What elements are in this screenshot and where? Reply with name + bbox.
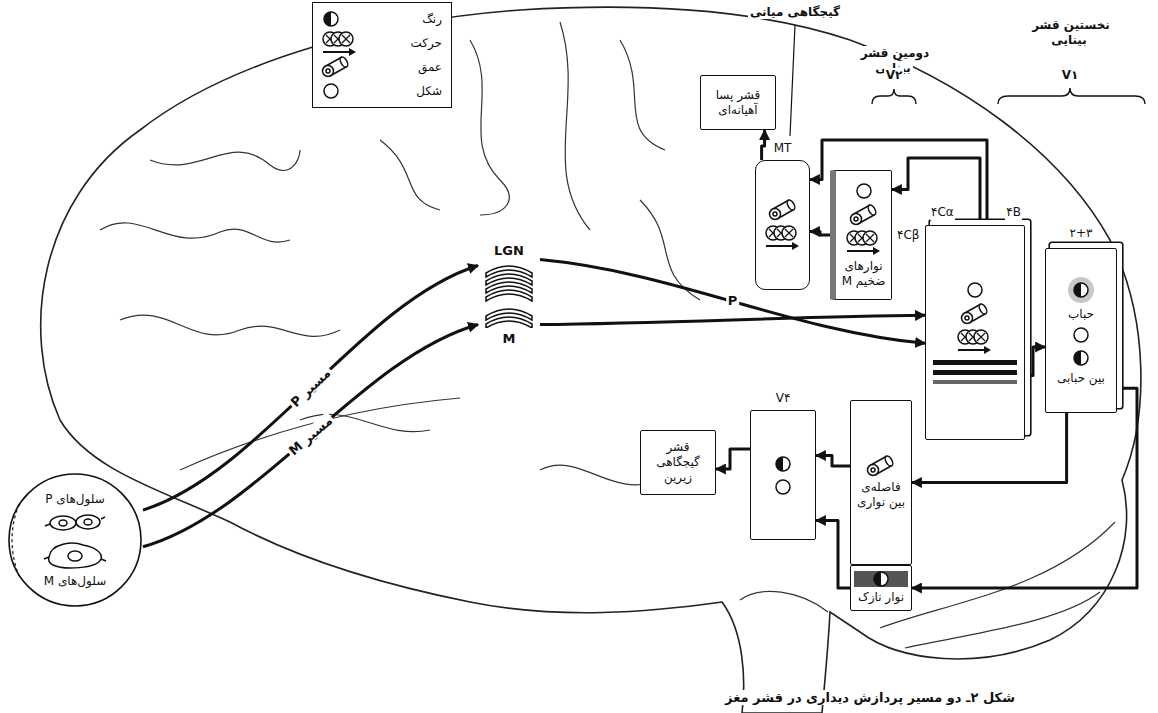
- legend-text: شکل: [415, 84, 443, 99]
- motion-symbol: [321, 30, 359, 57]
- figure-caption: شکل ۲ـ دو مسیر پردازش دیداری در قشر مغز: [723, 690, 1017, 705]
- leader-line: [790, 25, 795, 136]
- depth-symbol: [768, 199, 798, 221]
- color-symbol: [321, 9, 341, 29]
- thin-stripe-box: نوار نازک: [850, 565, 912, 611]
- lgn-nucleus: LGN M: [478, 236, 540, 354]
- node-label: بین حبابی: [1056, 371, 1106, 386]
- shape-symbol: [773, 477, 793, 497]
- node-label: فاصله‌ی بین نواری: [855, 480, 907, 510]
- lgn-p-layers: [482, 263, 536, 303]
- v2-bracket: [872, 89, 916, 104]
- mt-box: MT: [755, 160, 810, 290]
- node-label: قشر گیجگاهی زیرین: [645, 440, 711, 485]
- node-label: V۴: [775, 391, 792, 406]
- p-cells: [43, 510, 107, 536]
- pathway-arrow: [143, 325, 478, 547]
- v1-layer-4-slab: ۴Cα۴B۴Cβ: [925, 225, 1025, 440]
- legend-text: حرکت: [409, 36, 443, 51]
- layer-bars: [931, 358, 1019, 386]
- pathway-arrow: [540, 315, 925, 324]
- legend-row: عمق: [321, 55, 443, 79]
- color-symbol: [1071, 348, 1091, 368]
- pathway-arrow: [816, 456, 850, 467]
- retina-circle: سلول‌های P سلول‌های M: [7, 472, 143, 608]
- edge-label-holder: P: [726, 293, 740, 309]
- pathway-arrow: [816, 521, 850, 589]
- label-holder: V۱: [1055, 68, 1085, 83]
- node-label: سلول‌های P: [44, 492, 105, 507]
- caption-holder: شکل ۲ـ دو مسیر پردازش دیداری در قشر مغز: [723, 690, 1017, 706]
- region-label: V۱: [1060, 68, 1081, 82]
- shape-symbol: [854, 181, 874, 201]
- thin-stripe-band: [854, 571, 908, 587]
- pathway-arrow: [762, 130, 765, 160]
- depth-symbol: [849, 204, 879, 226]
- edge-label: P: [726, 293, 740, 308]
- thick-stripe-box: نوارهای ضخیم M: [830, 170, 892, 300]
- label-holder: گیجگاهی میانی: [735, 5, 855, 20]
- legend-box: رنگ حرکت عمق شکل: [312, 2, 452, 108]
- shape-symbol: [1071, 325, 1091, 345]
- depth-symbol: [321, 56, 351, 78]
- legend-row: شکل: [321, 79, 443, 103]
- v4-box: V۴: [750, 410, 816, 540]
- region-label: نخستین قشر بینایی: [1030, 18, 1110, 47]
- motion-symbol: [956, 328, 994, 355]
- shape-symbol: [965, 280, 985, 300]
- node-label: ۴Cβ: [896, 228, 920, 243]
- node-label: LGN: [493, 243, 525, 259]
- legend-text: عمق: [417, 60, 443, 75]
- node-label: ۴B: [1005, 205, 1022, 220]
- lgn-m-layers: [482, 306, 536, 328]
- node-label: MT: [773, 141, 793, 156]
- node-label: ۲+۳: [1069, 226, 1094, 241]
- node-label: قشر پسا آهیانه‌ای: [705, 88, 771, 118]
- pathway-arrow: [540, 260, 925, 344]
- m-cell: [43, 539, 107, 571]
- node-label: حباب: [1067, 307, 1095, 322]
- brain-outline: [41, 7, 1141, 713]
- motion-symbol: [764, 224, 802, 251]
- region-label: گیجگاهی میانی: [748, 5, 842, 19]
- region-label: V۲: [884, 68, 905, 82]
- v1-layer-2-3-box: ۲+۳حباببین حبابی: [1045, 248, 1117, 413]
- node-label: ۴Cα: [930, 205, 955, 220]
- motion-symbol: [845, 229, 883, 256]
- interstripe-box: فاصله‌ی بین نواری: [850, 400, 912, 565]
- pathway-arrow: [810, 232, 830, 236]
- legend-row: رنگ: [321, 7, 443, 31]
- shape-symbol: [321, 81, 341, 101]
- color-symbol: [773, 454, 793, 474]
- brain-folds: [100, 22, 1115, 648]
- parietal-cortex-box: قشر پسا آهیانه‌ای: [700, 75, 776, 130]
- color-symbol: [1067, 276, 1095, 304]
- v1-bracket: [998, 88, 1145, 104]
- label-holder: V۲: [879, 68, 909, 83]
- depth-symbol: [960, 303, 990, 325]
- depth-symbol: [866, 455, 896, 477]
- label-holder: نخستین قشر بینایی: [1015, 18, 1125, 48]
- node-label: نوار نازک: [857, 590, 905, 605]
- node-label: سلول‌های M: [43, 574, 108, 589]
- node-label: M: [502, 331, 517, 347]
- pathway-arrow: [716, 449, 750, 469]
- inferior-temporal-box: قشر گیجگاهی زیرین: [640, 430, 716, 495]
- pathway-arrow: [143, 266, 478, 511]
- legend-row: حرکت: [321, 31, 443, 55]
- pathway-arrow: [892, 158, 980, 225]
- pathway-arrow: [1025, 347, 1045, 376]
- node-label: نوارهای ضخیم M: [840, 259, 887, 289]
- legend-text: رنگ: [421, 12, 443, 27]
